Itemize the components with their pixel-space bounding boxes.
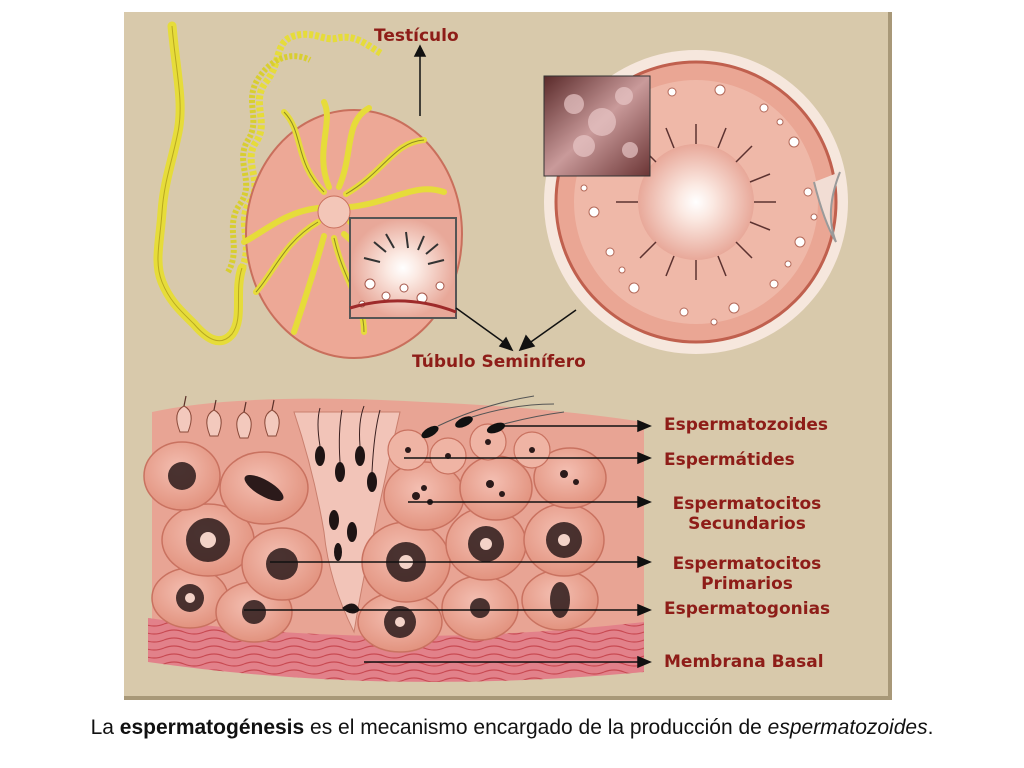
label-espermatocitos-secundarios-line1: Espermatocitos: [664, 494, 830, 514]
tubule-inset: [350, 218, 456, 318]
caption-prefix: La: [91, 716, 120, 739]
spermatogenesis-figure: Testículo Túbulo Seminífero Espermatozoi…: [124, 12, 892, 700]
tubule-cross-section: [544, 50, 848, 354]
caption: La espermatogénesis es el mecanismo enca…: [0, 716, 1024, 740]
label-testiculo: Testículo: [374, 26, 459, 46]
label-espermatides: Espermátides: [664, 450, 795, 470]
label-espermatozoides: Espermatozoides: [664, 415, 828, 435]
label-espermatocitos-primarios-line1: Espermatocitos: [664, 554, 830, 574]
label-membrana-basal: Membrana Basal: [664, 652, 824, 672]
label-espermatocitos-secundarios: Espermatocitos Secundarios: [664, 494, 830, 534]
caption-italic-term: espermatozoides: [768, 716, 928, 739]
seminiferous-epithelium: [144, 396, 644, 682]
vas-deferens: [158, 26, 242, 341]
label-tubulo-seminifero: Túbulo Seminífero: [412, 352, 586, 372]
caption-middle: es el mecanismo encargado de la producci…: [304, 716, 767, 739]
label-espermatocitos-secundarios-line2: Secundarios: [664, 514, 830, 534]
caption-bold-term: espermatogénesis: [120, 716, 304, 739]
label-espermatogonias: Espermatogonias: [664, 599, 830, 619]
label-espermatocitos-primarios: Espermatocitos Primarios: [664, 554, 830, 594]
caption-suffix: .: [928, 716, 934, 739]
label-espermatocitos-primarios-line2: Primarios: [664, 574, 830, 594]
